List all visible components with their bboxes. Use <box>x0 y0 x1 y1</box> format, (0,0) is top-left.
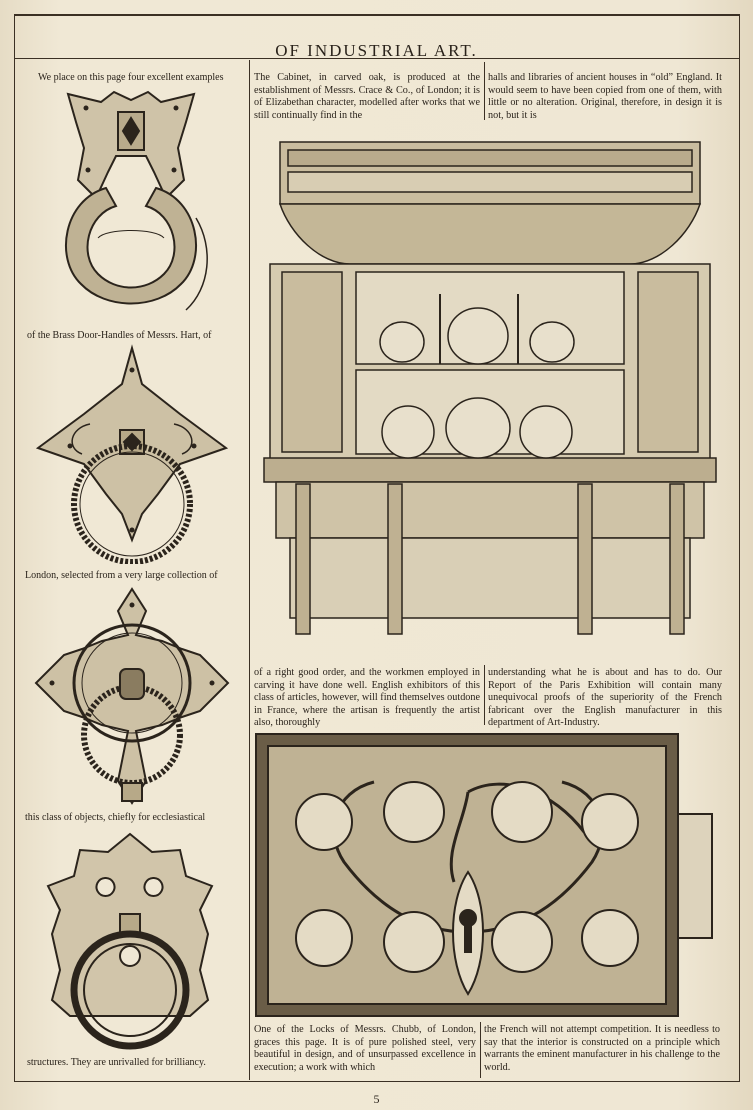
caption-5: structures. They are unrivalled for bril… <box>27 1057 206 1068</box>
cabinet-figure <box>263 141 717 635</box>
door-handle-2-figure <box>35 344 229 564</box>
cabinet-text-top-left: The Cabinet, in carved oak, is produced … <box>254 72 480 121</box>
page-number: 5 <box>373 1092 380 1106</box>
column-rule-left <box>249 60 250 1080</box>
top-rule <box>14 14 740 16</box>
caption-3: London, selected from a very large colle… <box>25 570 218 581</box>
cabinet-text-mid-left: of a right good order, and the workmen e… <box>254 667 480 729</box>
door-handle-4-figure <box>46 832 214 1050</box>
lock-figure <box>255 733 713 1017</box>
page-title: OF INDUSTRIAL ART. <box>275 41 478 61</box>
bottom-rule <box>14 1081 740 1082</box>
caption-4: this class of objects, chiefly for eccle… <box>25 812 206 823</box>
title-rule <box>14 58 740 59</box>
lock-text-left: One of the Locks of Messrs. Chubb, of Lo… <box>254 1024 476 1073</box>
column-rule-mid-bottom <box>480 1022 481 1078</box>
left-frame-rule <box>14 14 15 1082</box>
column-rule-mid-top <box>484 62 485 120</box>
caption-2: of the Brass Door-Handles of Messrs. Har… <box>27 330 212 341</box>
right-frame-rule <box>739 14 740 1082</box>
caption-1: We place on this page four excellent exa… <box>38 72 224 83</box>
cabinet-text-top-right: halls and libraries of ancient houses in… <box>488 72 722 121</box>
lock-text-right: the French will not attempt competition.… <box>484 1024 720 1073</box>
door-handle-1-figure <box>65 90 208 311</box>
cabinet-text-mid-right: understanding what he is about and has t… <box>488 667 722 729</box>
door-handle-3-figure <box>34 587 230 805</box>
column-rule-mid-middle <box>484 665 485 725</box>
